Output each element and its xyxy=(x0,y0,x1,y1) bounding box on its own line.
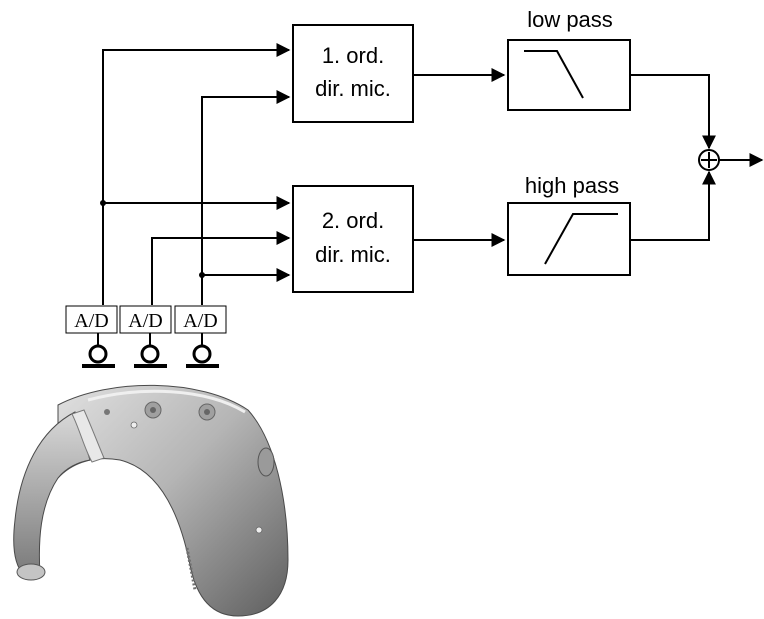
microphone-icon xyxy=(82,333,115,368)
dirmic2-line1: 2. ord. xyxy=(322,208,384,233)
mic1-junction-dot xyxy=(100,200,106,206)
dirmic1-line1: 1. ord. xyxy=(322,43,384,68)
hearing-aid-icon xyxy=(13,384,289,617)
mic3-junction-dot xyxy=(199,272,205,278)
adc-3: A/D xyxy=(174,305,227,334)
microphone-icon xyxy=(186,333,219,368)
mic3-to-dirmic1-arrow xyxy=(201,90,291,305)
lowpass-response-curve xyxy=(524,50,584,99)
lowpass-filter: low pass xyxy=(507,7,631,111)
dirmic1-line2: dir. mic. xyxy=(315,76,391,101)
highpass-title: high pass xyxy=(525,173,619,198)
highpass-to-summer-arrow xyxy=(630,170,716,241)
dirmic1-block: 1. ord. dir. mic. xyxy=(292,24,414,123)
microphone-icon xyxy=(134,333,167,368)
adc-2: A/D xyxy=(119,305,172,334)
summing-junction xyxy=(698,149,720,171)
adc-2-label: A/D xyxy=(128,310,162,332)
dirmic2-line2: dir. mic. xyxy=(315,242,391,267)
mic2-to-dirmic2-arrow xyxy=(151,231,291,305)
adc-1-label: A/D xyxy=(74,310,108,332)
mic1-to-dirmic1-arrow xyxy=(102,43,291,305)
adc-1: A/D xyxy=(65,305,118,334)
lowpass-to-summer-arrow xyxy=(630,74,716,150)
highpass-filter: high pass xyxy=(507,173,631,276)
highpass-response-curve xyxy=(544,213,618,265)
dirmic2-block: 2. ord. dir. mic. xyxy=(292,185,414,293)
adc-3-label: A/D xyxy=(183,310,217,332)
lowpass-title: low pass xyxy=(527,7,613,32)
